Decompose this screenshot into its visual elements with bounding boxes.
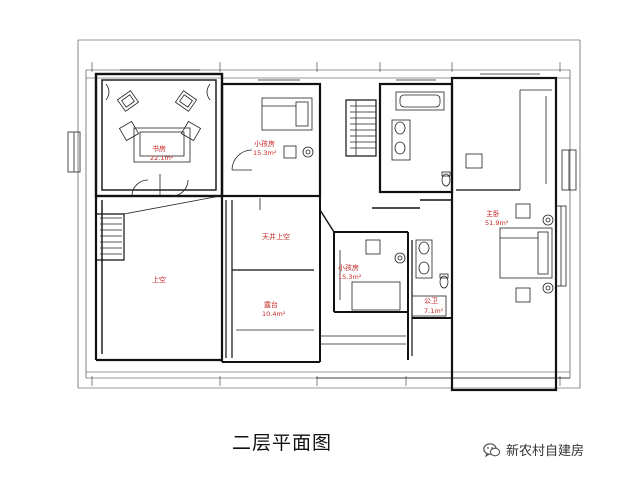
room-area-kid-room-1: 15.3m² <box>253 149 277 157</box>
master-bedroom-furniture <box>465 89 554 303</box>
watermark-text: 新农村自建房 <box>506 444 585 459</box>
room-label-patio-void: 天井上空 <box>262 232 290 241</box>
room-label-master-bedroom: 主卧 <box>486 209 500 218</box>
armchair-icon <box>116 90 140 112</box>
walls <box>94 72 570 392</box>
room-labels: 书房 22.1m² 小孩房 15.3m² 上空 天井上空 露台 10.4m² 小… <box>150 139 509 318</box>
room-label-void: 上空 <box>152 275 166 284</box>
room-area-kid-room-2: 15.3m² <box>338 273 362 281</box>
armchair-icon <box>180 120 202 142</box>
kid-room-2-furniture <box>339 239 406 311</box>
staircase-left <box>96 195 221 261</box>
armchair-icon <box>118 120 140 142</box>
room-label-study: 书房 <box>152 144 166 153</box>
room-label-terrace: 露台 <box>264 300 278 309</box>
staircase-center <box>345 99 377 157</box>
terrace-details <box>236 198 314 331</box>
room-area-study: 22.1m² <box>150 154 174 162</box>
windows <box>67 69 577 287</box>
room-label-public-bath: 公卫 <box>424 297 438 305</box>
study-furniture <box>105 83 211 197</box>
room-area-master-bedroom: 51.9m² <box>485 219 509 227</box>
wechat-icon <box>483 442 501 457</box>
dimension-lines <box>77 39 581 389</box>
plan-title: 二层平面图 <box>232 432 333 454</box>
bath-furniture <box>391 91 451 317</box>
room-label-kid-room-2: 小孩房 <box>338 263 359 272</box>
watermark: 新农村自建房 <box>483 440 584 459</box>
room-area-public-bath: 7.1m² <box>424 307 444 315</box>
room-area-terrace: 10.4m² <box>262 310 286 318</box>
kid-room-1-furniture <box>231 97 314 171</box>
room-label-kid-room-1: 小孩房 <box>254 139 275 148</box>
armchair-icon <box>174 90 198 112</box>
